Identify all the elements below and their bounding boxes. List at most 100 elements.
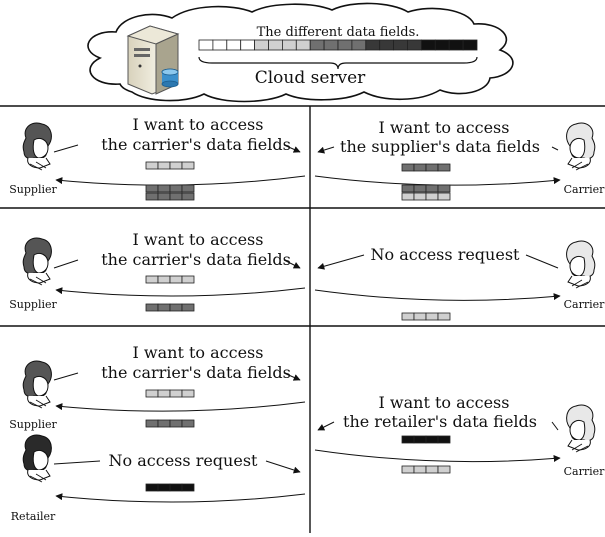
request-text-line: the carrier's data fields [101,135,291,154]
returned-field-block-cell [437,192,451,201]
returned-field-block-cell [157,303,171,312]
request-field-block-cell [425,435,439,444]
returned-field-block-cell [437,312,451,321]
returned-field-block-cell [425,192,439,201]
request-field-block-cell [157,275,171,284]
request-text-line: No access request [109,451,259,470]
request-field-block-cell [401,163,415,172]
returned-field-block-top [145,184,195,193]
return-arrow [55,493,306,503]
returned-field-block [145,303,195,312]
returned-field-block-cell [145,419,159,428]
actor-name: Carrier [564,183,605,196]
request-arrow [283,259,301,269]
request-field-block-cell [181,275,195,284]
cloud-field-19 [448,39,464,51]
request-arrow [317,421,335,431]
request-field-block-cell [437,435,451,444]
person-head-icon [566,404,596,453]
request-lead-line [53,259,79,269]
request-field-block-cell [181,389,195,398]
request-lead-line [53,372,79,381]
returned-field-block-cell [145,483,159,492]
returned-field-block [401,192,451,201]
person-head-icon [22,360,52,409]
returned-field-block-cell [157,419,171,428]
returned-field-block-top-cell [181,184,195,193]
request-text-line: I want to access [133,343,264,362]
request-field-block [145,161,195,170]
request-field-block-cell [169,389,183,398]
cloud-field-11 [337,39,353,51]
actor-name: Carrier [564,465,605,478]
cloud-field-9 [309,39,325,51]
server-icon [126,25,180,95]
cloud-field-10 [323,39,339,51]
returned-field-block-top [401,184,451,193]
returned-field-block-cell [181,192,195,201]
returned-field-block-cell [157,483,171,492]
returned-field-block [145,192,195,201]
returned-field-block-cell [413,192,427,201]
return-arrow [314,289,561,301]
request-arrow [283,372,301,381]
return-arrow [314,449,561,463]
request-text-line: I want to access [379,393,510,412]
request-text-line: the retailer's data fields [343,412,537,431]
returned-field-block [145,483,195,492]
cloud-field-15 [393,39,408,51]
request-field-block [401,435,451,444]
request-text-line: the carrier's data fields [101,250,291,269]
request-field-block-cell [401,435,415,444]
cloud-field-12 [351,39,367,51]
returned-field-block-cell [169,419,183,428]
person-head-icon [566,240,596,289]
request-lead-line [551,146,559,151]
request-arrow [283,144,301,153]
request-field-block-cell [145,161,159,170]
return-arrow [55,401,306,412]
cloud-field-4 [240,39,255,51]
cloud-field-17 [420,39,436,51]
request-field-block-cell [157,161,171,170]
cloud-brace [198,56,478,70]
returned-field-block-cell [401,192,415,201]
returned-field-block-cell [181,303,195,312]
cloud-label: Cloud server [255,68,366,88]
request-text-line: I want to access [133,230,264,249]
request-lead-line [525,254,559,269]
returned-field-block-cell [145,303,159,312]
cloud-field-16 [407,39,422,51]
returned-field-block-top-cell [437,184,451,193]
cloud-caption: The different data fields. [257,25,420,40]
person-head-icon [22,237,52,286]
person-head-icon [22,122,52,171]
request-field-block-cell [169,161,183,170]
cloud-field-8 [295,39,311,51]
returned-field-block-top-cell [425,184,439,193]
cloud-field-5 [254,39,269,51]
request-field-block-cell [181,161,195,170]
request-arrow [317,254,365,270]
actor-name: Supplier [9,183,57,196]
request-field-block-cell [145,275,159,284]
return-arrow [55,175,306,186]
cloud-field-3 [226,39,242,51]
request-field-block-cell [157,389,171,398]
returned-field-block-cell [157,192,171,201]
returned-field-block-cell [169,192,183,201]
returned-field-block-top-cell [169,184,183,193]
request-arrow [265,460,301,474]
cloud-field-7 [281,39,297,51]
returned-field-block-cell [425,312,439,321]
returned-field-block-cell [413,465,427,474]
returned-field-block [145,419,195,428]
request-field-block-cell [425,163,439,172]
